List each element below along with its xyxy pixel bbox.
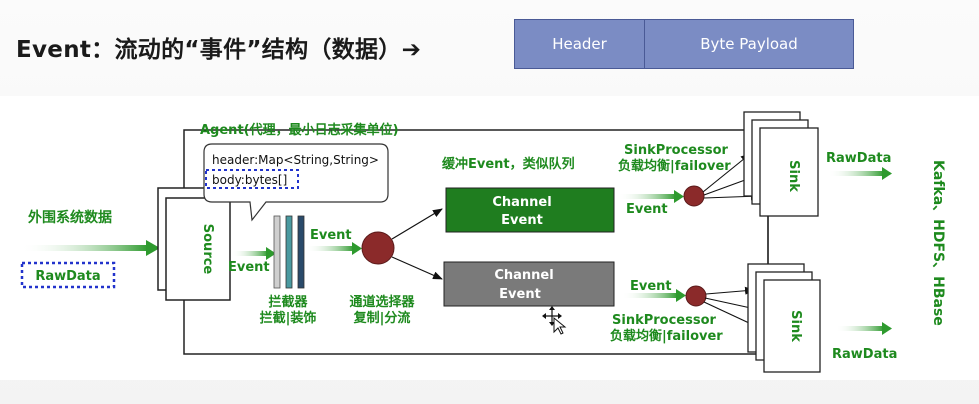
event-structure-box: Header Byte Payload <box>514 19 854 69</box>
channel-bottom-sublabel: Event <box>499 287 541 302</box>
event-label-top-sink: Event <box>626 202 668 217</box>
sink-bottom-label: Sink <box>788 310 803 342</box>
interceptor-bar-3 <box>297 215 305 289</box>
raw-input-label: RawData <box>35 269 100 284</box>
interceptor-to-selector-arrow <box>306 242 362 255</box>
flume-diagram: Agent(代理，最小日志采集单位) 外围系统数据 RawData Source… <box>20 111 946 373</box>
sinkproc-bottom-arrow-1 <box>705 286 755 295</box>
event-label-bottom-sink: Event <box>630 279 672 294</box>
raw-input-box <box>20 261 116 289</box>
source-to-interceptor-arrow <box>232 247 276 260</box>
channel-bottom-box <box>443 261 615 307</box>
top-output-arrow <box>828 167 892 180</box>
byte-payload-cell: Byte Payload <box>645 20 853 68</box>
event-label-to-selector: Event <box>310 228 352 243</box>
sinkproc-bottom-label: SinkProcessor <box>612 313 717 328</box>
interceptor-label: 拦截器 <box>268 294 308 310</box>
channel-top-box <box>445 187 615 233</box>
move-cursor-icon <box>542 306 567 335</box>
sink-top-box-3 <box>759 127 819 217</box>
raw-out-top-label: RawData <box>826 151 891 166</box>
selector-desc: 复制|分流 <box>353 310 411 326</box>
sinkproc-top-label: SinkProcessor <box>624 143 729 158</box>
external-data-label: 外围系统数据 <box>28 209 112 226</box>
slide-title: Event：流动的“事件”结构（数据）➔ <box>16 37 422 63</box>
channel-to-top-sinkproc-arrow <box>618 190 684 203</box>
callout-body-line: body:bytes[] <box>212 173 287 187</box>
sinkproc-bottom-desc: 负载均衡|failover <box>610 328 723 344</box>
source-label: Source <box>200 224 215 275</box>
selector-to-bottom-channel-arrow <box>391 256 443 280</box>
sinkproc-top-arrow-1 <box>702 153 751 193</box>
interceptor-desc: 拦截|装饰 <box>260 310 317 326</box>
sink-bottom-box-3 <box>763 279 821 373</box>
raw-out-bottom-label: RawData <box>832 347 897 362</box>
event-callout <box>203 143 389 222</box>
destinations-label: Kafka、HDFS、HBase <box>930 160 946 326</box>
input-arrow <box>20 240 160 256</box>
channel-top-label: Channel <box>492 195 551 210</box>
agent-label: Agent(代理，最小日志采集单位) <box>200 122 399 138</box>
interceptor-bar-2 <box>285 215 293 289</box>
channel-selector-node <box>361 231 395 265</box>
channel-to-bottom-sinkproc-arrow <box>622 289 686 302</box>
channel-top-sublabel: Event <box>501 213 543 228</box>
sinkproc-top-node <box>683 185 705 207</box>
buffer-label: 缓冲Event，类似队列 <box>442 156 575 172</box>
bottom-output-arrow <box>836 322 892 335</box>
selector-label: 通道选择器 <box>349 294 415 310</box>
interceptor-bar-1 <box>273 215 281 289</box>
channel-bottom-label: Channel <box>494 268 553 283</box>
sink-top-label: Sink <box>786 160 801 192</box>
source-box <box>165 197 231 301</box>
flume-diagram-panel: Agent(代理，最小日志采集单位) 外围系统数据 RawData Source… <box>0 96 979 380</box>
callout-header-line: header:Map<String,String> <box>212 153 379 167</box>
event-label-to-interceptor: Event <box>228 260 270 275</box>
header-cell: Header <box>515 20 645 68</box>
selector-to-top-channel-arrow <box>391 208 443 240</box>
sinkproc-top-desc: 负载均衡|failover <box>618 158 731 174</box>
callout-body-box <box>205 169 299 189</box>
sinkproc-bottom-node <box>685 285 707 307</box>
